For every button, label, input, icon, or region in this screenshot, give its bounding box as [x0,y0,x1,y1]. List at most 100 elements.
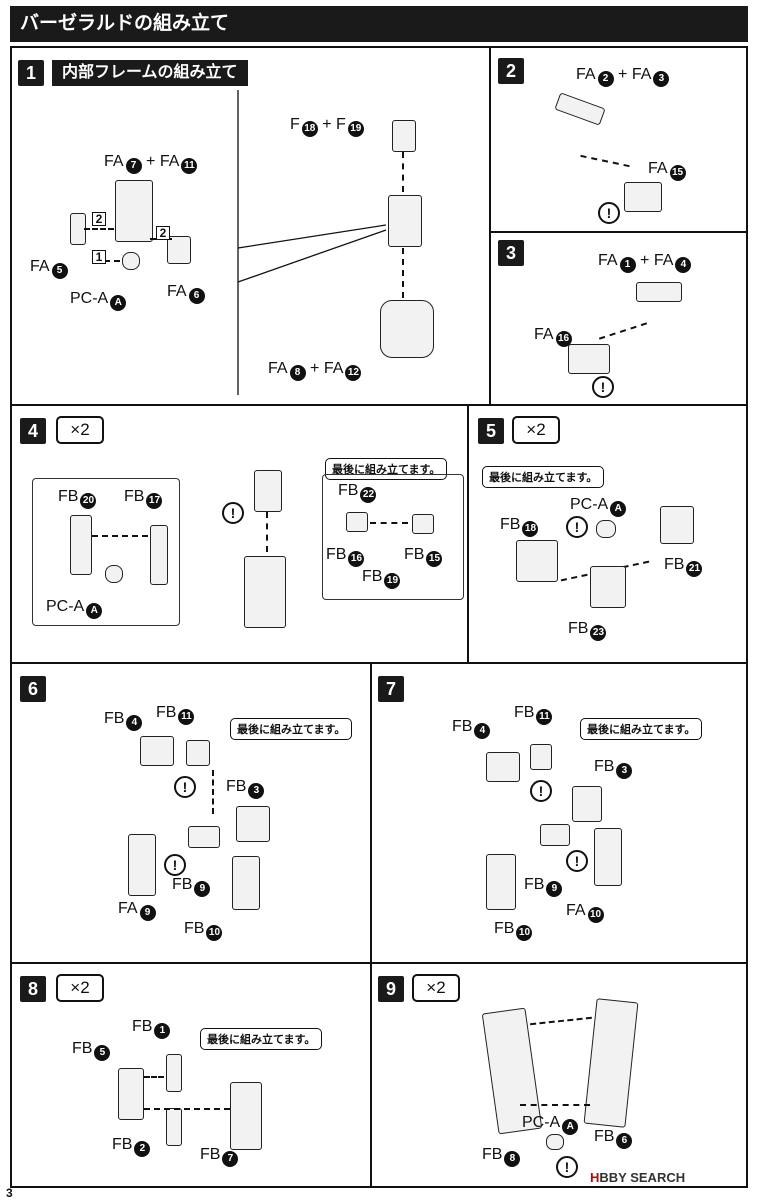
steps-grid [10,46,748,1188]
arrow-line [144,1076,164,1078]
detail-box [32,478,180,626]
fb4-part-illustration [486,752,520,782]
pca-part-illustration [105,565,123,583]
zoom-lines [237,90,387,395]
fa6-part-illustration [167,236,191,264]
fb15-part-illustration [412,514,434,534]
quantity-badge: ×2 [412,974,460,1002]
watermark-logo: HBBY SEARCH [590,1170,686,1185]
arrow-line [94,260,120,262]
fa10-part-illustration [594,828,622,886]
fb21-part-illustration [660,506,694,544]
arrow-line [520,1104,590,1106]
arrow-line [92,535,148,537]
quantity-badge: ×2 [56,416,104,444]
step-number: 6 [20,676,46,702]
f18-part-illustration [392,120,416,152]
caution-icon: ! [566,850,588,872]
fb7-part-illustration [230,1082,262,1150]
step-number: 7 [378,676,404,702]
caution-icon: ! [174,776,196,798]
fb10-part-illustration [232,856,260,910]
arrow-line [402,152,404,192]
arrow-line [402,248,404,298]
divider-h1 [489,231,747,233]
caution-icon: ! [566,516,588,538]
fa1-part-illustration [636,282,682,302]
order-marker: 2 [92,212,106,226]
step-number: 1 [18,60,44,86]
detail-box [322,474,464,600]
assemble-last-note: 最後に組み立てます。 [200,1028,323,1050]
pca-part-illustration [546,1134,564,1150]
fb11-part-illustration [186,740,210,766]
fb1-part-illustration [166,1054,182,1092]
hinge-part-illustration [254,470,282,512]
fb4-part-illustration [140,736,174,766]
fb23-part-illustration [590,566,626,608]
fa16-part-illustration [568,344,610,374]
fb3-part-illustration [236,806,270,842]
assemble-last-note: 最後に組み立てます。 [230,718,353,740]
caution-icon: ! [592,376,614,398]
assemble-last-note: 最後に組み立てます。 [482,466,605,488]
quantity-badge: ×2 [512,416,560,444]
fb2-part-illustration [166,1108,182,1146]
divider-h2 [12,404,747,406]
divider-h4 [12,962,747,964]
fb20-part-illustration [70,515,92,575]
fb16-part-illustration [346,512,368,532]
frame-assembly-illustration [388,195,422,247]
fa9-part-illustration [128,834,156,896]
arrow-line [212,770,214,814]
step-title: 内部フレームの組み立て [52,60,248,86]
pca-part-illustration [596,520,616,538]
fb11-part-illustration [530,744,552,770]
divider-h3 [12,662,747,664]
fa15-part-illustration [624,182,662,212]
step-number: 2 [498,58,524,84]
leg-assembly-illustration [244,556,286,628]
arrow-line [144,1108,230,1110]
step-number: 5 [478,418,504,444]
caution-icon: ! [598,202,620,224]
arrow-line [84,228,114,230]
order-marker: 1 [92,250,106,264]
divider-v2 [467,404,469,662]
fb17-part-illustration [150,525,168,585]
fb3-part-illustration [572,786,602,822]
fb9-part-illustration [540,824,570,846]
caution-icon: ! [164,854,186,876]
fb5-part-illustration [118,1068,144,1120]
caution-icon: ! [556,1156,578,1178]
